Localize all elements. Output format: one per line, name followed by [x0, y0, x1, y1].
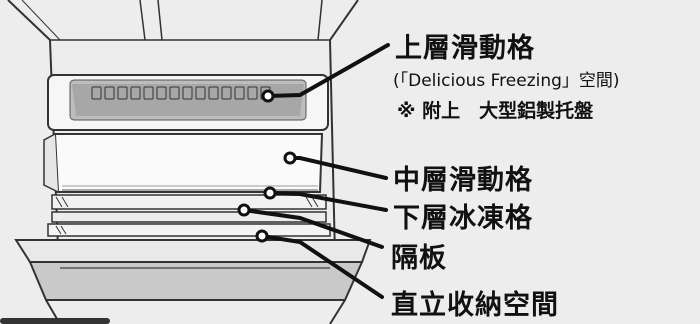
- label-upper-drawer-note2: ※ 附上 大型鋁製托盤: [397, 100, 594, 122]
- label-upright-storage: 直立收納空間: [391, 290, 559, 321]
- leader-upright-storage: [260, 234, 384, 299]
- label-middle-drawer: 中層滑動格: [393, 165, 533, 196]
- label-upper-drawer: 上層滑動格: [395, 33, 535, 64]
- divider-illustration: [47, 223, 331, 237]
- bottom-bar: [0, 318, 110, 324]
- upper-drawer-illustration: [47, 74, 329, 131]
- upright-storage-drawer-illustration: [14, 239, 372, 324]
- lower-ice-compartment-illustration: [51, 194, 327, 223]
- label-lower-ice: 下層冰凍格: [393, 203, 533, 234]
- label-upper-drawer-note1: (「Delicious Freezing」空間): [393, 71, 620, 91]
- leader-divider: [242, 208, 384, 249]
- label-divider: 隔板: [391, 243, 447, 274]
- leader-lower-ice: [268, 191, 388, 212]
- leader-upper-drawer: [266, 43, 390, 98]
- middle-drawer-illustration: [43, 133, 324, 193]
- leader-lines: [242, 43, 390, 299]
- leader-dots: [237, 89, 297, 243]
